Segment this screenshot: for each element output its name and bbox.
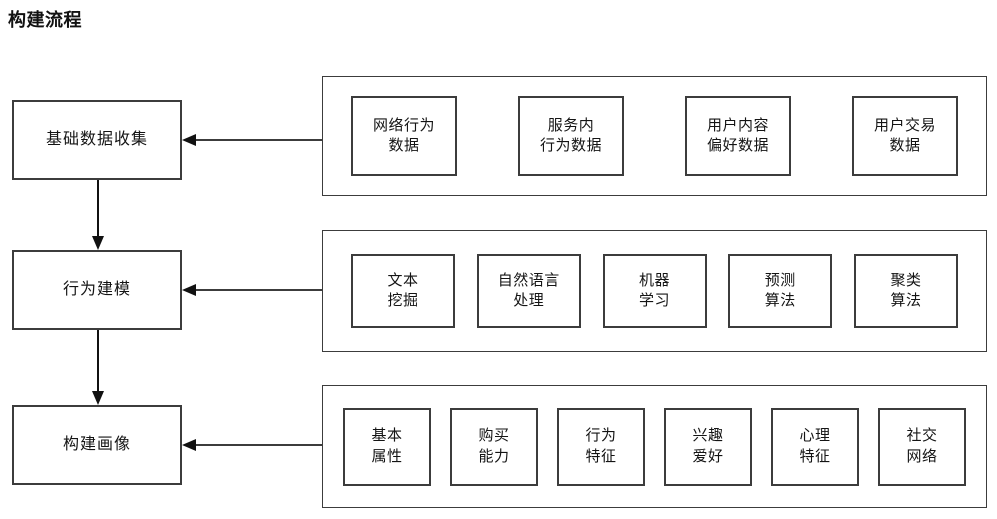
item-label: 行为 特征 bbox=[585, 426, 616, 467]
item-label-line1: 预测 bbox=[764, 271, 796, 289]
item-label: 预测 算法 bbox=[765, 271, 796, 312]
item-label-line2: 属性 bbox=[371, 447, 403, 465]
item-label-line2: 偏好数据 bbox=[706, 137, 769, 154]
item-box[interactable]: 购买 能力 bbox=[450, 407, 538, 486]
stage-label: 行为建模 bbox=[62, 281, 131, 298]
item-label: 文本 挖掘 bbox=[387, 271, 418, 312]
group-container-modeling-techniques: 文本 挖掘 自然语言 处理 机器 学习 预测 算法 聚类 算法 bbox=[322, 230, 987, 352]
item-box[interactable]: 社交 网络 bbox=[878, 407, 966, 486]
item-box[interactable]: 网络行为 数据 bbox=[351, 96, 457, 176]
item-label: 机器 学习 bbox=[639, 271, 670, 312]
item-label-line1: 行为 bbox=[585, 427, 617, 445]
stage-label: 基础数据收集 bbox=[45, 131, 148, 148]
item-label-line1: 服务内 bbox=[547, 116, 595, 134]
item-label-line2: 行为数据 bbox=[539, 137, 602, 154]
item-label-line1: 文本 bbox=[387, 271, 419, 289]
item-label-line2: 挖掘 bbox=[387, 292, 419, 309]
stage-box-basic-data-collection[interactable]: 基础数据收集 bbox=[12, 100, 182, 180]
item-label-line2: 特征 bbox=[585, 447, 617, 465]
item-label: 服务内 行为数据 bbox=[540, 116, 602, 157]
item-box[interactable]: 聚类 算法 bbox=[854, 254, 958, 328]
item-box[interactable]: 用户交易 数据 bbox=[852, 96, 958, 176]
item-label-line2: 爱好 bbox=[692, 447, 724, 465]
item-box[interactable]: 行为 特征 bbox=[557, 407, 645, 486]
item-box[interactable]: 机器 学习 bbox=[602, 254, 707, 328]
item-label: 心理 特征 bbox=[799, 426, 830, 467]
item-label: 用户交易 数据 bbox=[874, 116, 936, 157]
item-label: 网络行为 数据 bbox=[373, 116, 435, 157]
arrow-group0-to-stage0 bbox=[182, 134, 322, 146]
item-box[interactable]: 兴趣 爱好 bbox=[664, 407, 752, 486]
item-label-line1: 用户内容 bbox=[706, 116, 769, 134]
item-box[interactable]: 文本 挖掘 bbox=[351, 254, 455, 328]
item-label: 用户内容 偏好数据 bbox=[707, 116, 769, 157]
stage-box-behavior-modeling[interactable]: 行为建模 bbox=[12, 250, 182, 330]
arrow-group2-to-stage2 bbox=[182, 439, 322, 451]
item-box[interactable]: 基本 属性 bbox=[343, 407, 431, 486]
item-label: 社交 网络 bbox=[906, 426, 937, 467]
item-box[interactable]: 心理 特征 bbox=[771, 407, 859, 486]
item-label-line1: 用户交易 bbox=[873, 116, 936, 134]
item-label-line1: 自然语言 bbox=[497, 271, 560, 289]
group-container-persona-dimensions: 基本 属性 购买 能力 行为 特征 兴趣 爱好 心理 特征 bbox=[322, 385, 987, 508]
item-label: 基本 属性 bbox=[371, 426, 402, 467]
item-label-line1: 机器 bbox=[638, 271, 670, 289]
item-label-line2: 数据 bbox=[388, 137, 420, 154]
arrow-group1-to-stage1 bbox=[182, 284, 322, 296]
item-box[interactable]: 自然语言 处理 bbox=[476, 254, 581, 328]
item-label: 自然语言 处理 bbox=[498, 271, 560, 312]
item-label: 兴趣 爱好 bbox=[692, 426, 723, 467]
item-label-line1: 社交 bbox=[906, 427, 938, 445]
item-label-line1: 聚类 bbox=[890, 271, 922, 289]
item-label-line1: 购买 bbox=[478, 427, 510, 445]
item-label-line2: 学习 bbox=[638, 292, 670, 309]
arrow-stage0-to-stage1 bbox=[92, 180, 104, 250]
item-label-line1: 心理 bbox=[799, 427, 831, 445]
item-label-line2: 特征 bbox=[799, 447, 831, 465]
item-label-line2: 数据 bbox=[889, 137, 921, 154]
item-label-line2: 网络 bbox=[906, 447, 938, 465]
item-label-line2: 处理 bbox=[513, 292, 545, 309]
stage-box-build-persona[interactable]: 构建画像 bbox=[12, 405, 182, 485]
item-label-line1: 网络行为 bbox=[372, 116, 435, 134]
item-label-line1: 兴趣 bbox=[692, 427, 724, 445]
item-box[interactable]: 服务内 行为数据 bbox=[518, 96, 624, 176]
item-label: 聚类 算法 bbox=[890, 271, 921, 312]
arrow-stage1-to-stage2 bbox=[92, 330, 104, 405]
item-box[interactable]: 预测 算法 bbox=[728, 254, 833, 328]
item-label: 购买 能力 bbox=[478, 426, 509, 467]
page-title: 构建流程 bbox=[8, 10, 82, 30]
stage-label: 构建画像 bbox=[62, 436, 131, 453]
item-label-line2: 算法 bbox=[890, 292, 922, 309]
item-label-line2: 算法 bbox=[764, 292, 796, 309]
item-label-line1: 基本 bbox=[371, 427, 403, 445]
item-box[interactable]: 用户内容 偏好数据 bbox=[685, 96, 791, 176]
group-container-basic-data-sources: 网络行为 数据 服务内 行为数据 用户内容 偏好数据 用户交易 数据 bbox=[322, 76, 987, 196]
item-label-line2: 能力 bbox=[478, 447, 510, 465]
